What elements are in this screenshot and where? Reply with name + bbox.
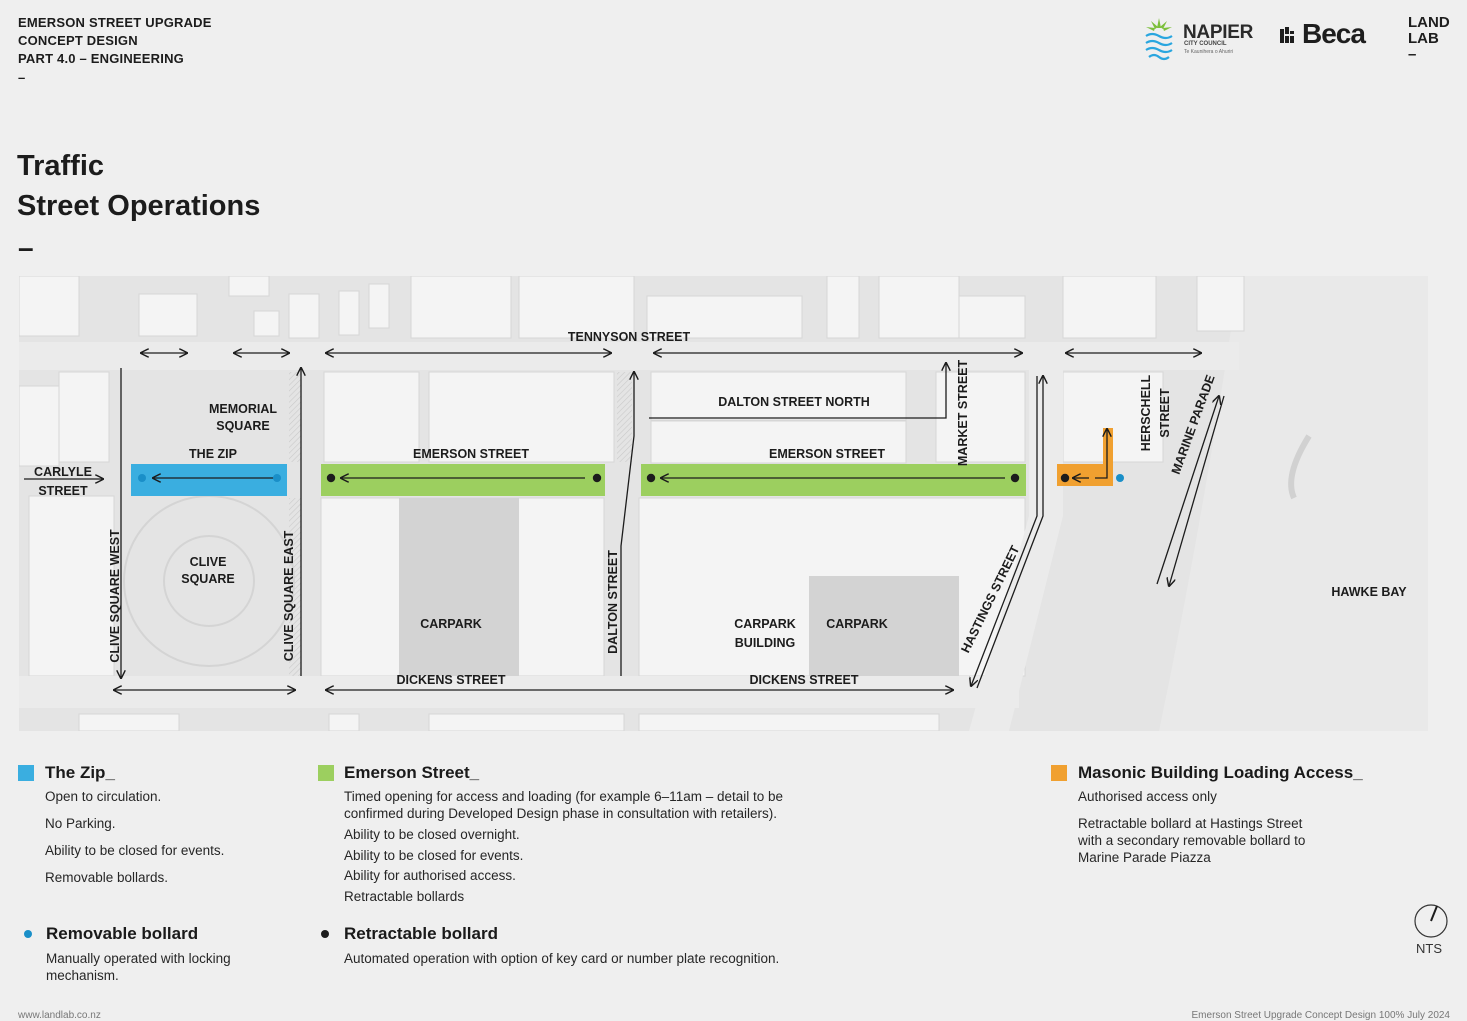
emerson-swatch	[318, 765, 334, 781]
removable-bollard-desc: Manually operated with locking mechanism…	[46, 951, 231, 983]
masonic-legend-title: Masonic Building Loading Access_	[1078, 763, 1363, 782]
zip-swatch	[18, 765, 34, 781]
market-street-label: MARKET STREET	[956, 360, 970, 467]
the-zip-zone	[131, 464, 287, 496]
landlab-logo: LAND LAB –	[1408, 15, 1450, 63]
retractable-bollard	[1010, 473, 1020, 483]
zip-item-4: Removable bollards.	[45, 870, 169, 885]
footer-website: www.landlab.co.nz	[18, 1010, 101, 1021]
removable-bollard	[138, 474, 146, 482]
the-zip-label: THE ZIP	[189, 447, 237, 461]
retractable-bollard-title: Retractable bollard	[344, 924, 498, 943]
zip-legend-title: The Zip_	[45, 763, 115, 782]
carpark-label-1: CARPARK	[420, 617, 482, 631]
retractable-bollard	[326, 473, 336, 483]
removable-bollard-title: Removable bollard	[46, 924, 199, 943]
masonic-loading-zone	[1057, 428, 1113, 486]
marine-parade-feature	[1288, 434, 1312, 500]
removable-bollard	[1116, 474, 1124, 482]
memorial-square-label-2: SQUARE	[216, 419, 269, 433]
street-map: TENNYSON STREET DALTON STREET NORTH MARK…	[19, 276, 1428, 731]
napier-logo-text: NAPIER	[1183, 22, 1253, 43]
emerson-street-zone-1	[321, 464, 605, 496]
napier-logo-subtitle: CITY COUNCIL	[1184, 41, 1227, 47]
herschell-label-1: HERSCHELL	[1139, 374, 1153, 451]
north-arrow-icon	[1414, 904, 1448, 938]
masonic-item-2: Retractable bollard at Hastings Street w…	[1078, 816, 1306, 865]
emerson-item-3: Ability to be closed for events.	[344, 848, 524, 863]
napier-logo-subtitle-maori: Te Kaunihera o Ahuriri	[1184, 49, 1234, 55]
memorial-square-label-1: MEMORIAL	[209, 402, 277, 416]
emerson-item-4: Ability for authorised access.	[344, 868, 516, 883]
dickens-street-label-1: DICKENS STREET	[396, 673, 505, 687]
removable-bollard-icon	[24, 930, 32, 938]
landlab-dash: –	[1408, 46, 1417, 63]
footer-project-info: Emerson Street Upgrade Concept Design 10…	[1191, 1010, 1450, 1021]
landlab-line-1: LAND	[1408, 14, 1450, 31]
emerson-street-zone-2	[641, 464, 1026, 496]
carpark-building-label-1: CARPARK	[734, 617, 796, 631]
zip-item-3: Ability to be closed for events.	[45, 843, 225, 858]
carpark-label-2: CARPARK	[826, 617, 888, 631]
clive-square-east-label: CLIVE SQUARE EAST	[282, 530, 296, 661]
emerson-street-label-1: EMERSON STREET	[413, 447, 529, 461]
nts-label: NTS	[1416, 941, 1442, 956]
clive-square-label-1: CLIVE	[190, 555, 227, 569]
dalton-street-label: DALTON STREET	[606, 550, 620, 654]
zip-item-1: Open to circulation.	[45, 789, 162, 804]
carlyle-street-label-1: CARLYLE	[34, 465, 92, 479]
emerson-item-1: Timed opening for access and loading (fo…	[344, 789, 784, 821]
header-line-3: PART 4.0 – ENGINEERING	[18, 51, 184, 66]
title-line-1: Traffic	[17, 150, 105, 182]
header-line-2: CONCEPT DESIGN	[18, 33, 138, 48]
title-line-2: Street Operations	[17, 190, 261, 222]
traffic-arrows	[24, 353, 1225, 690]
title-dash: –	[18, 232, 34, 263]
retractable-bollard	[592, 473, 602, 483]
napier-logo-icon	[1145, 18, 1173, 61]
beca-logo-icon	[1280, 27, 1294, 43]
hawke-bay-label: HAWKE BAY	[1331, 585, 1407, 599]
dalton-street-north-label: DALTON STREET NORTH	[718, 395, 870, 409]
header-dash: –	[18, 70, 26, 85]
carpark-area-2	[809, 576, 959, 676]
emerson-item-5: Retractable bollards	[344, 889, 465, 904]
emerson-street-label-2: EMERSON STREET	[769, 447, 885, 461]
clive-east-hatch-2	[289, 498, 301, 676]
document-header: EMERSON STREET UPGRADE CONCEPT DESIGN PA…	[18, 14, 212, 68]
carpark-area-1	[399, 498, 519, 676]
emerson-legend-title: Emerson Street_	[344, 763, 480, 782]
zip-item-2: No Parking.	[45, 816, 116, 831]
retractable-bollard	[646, 473, 656, 483]
carpark-building-label-2: BUILDING	[735, 636, 795, 650]
masonic-item-1: Authorised access only	[1078, 789, 1217, 804]
carlyle-street-label-2: STREET	[38, 484, 88, 498]
removable-bollard	[273, 474, 281, 482]
masonic-swatch	[1051, 765, 1067, 781]
retractable-bollard-desc: Automated operation with option of key c…	[344, 951, 780, 966]
retractable-bollard-icon	[321, 930, 329, 938]
emerson-item-2: Ability to be closed overnight.	[344, 827, 520, 842]
clive-square-label-2: SQUARE	[181, 572, 234, 586]
hawke-bay-area	[1159, 276, 1428, 731]
bollards	[138, 473, 1124, 483]
page-title: Traffic Street Operations	[17, 146, 260, 226]
header-line-1: EMERSON STREET UPGRADE	[18, 15, 212, 30]
clive-square-west-label: CLIVE SQUARE WEST	[108, 529, 122, 663]
herschell-label-2: STREET	[1158, 388, 1172, 438]
clive-east-hatch	[289, 372, 301, 462]
dickens-street-label-2: DICKENS STREET	[749, 673, 858, 687]
retractable-bollard	[1060, 473, 1070, 483]
tennyson-street-label: TENNYSON STREET	[568, 330, 691, 344]
dalton-hatch	[617, 372, 632, 462]
landlab-line-2: LAB	[1408, 30, 1439, 47]
beca-logo-text: Beca	[1302, 18, 1366, 49]
